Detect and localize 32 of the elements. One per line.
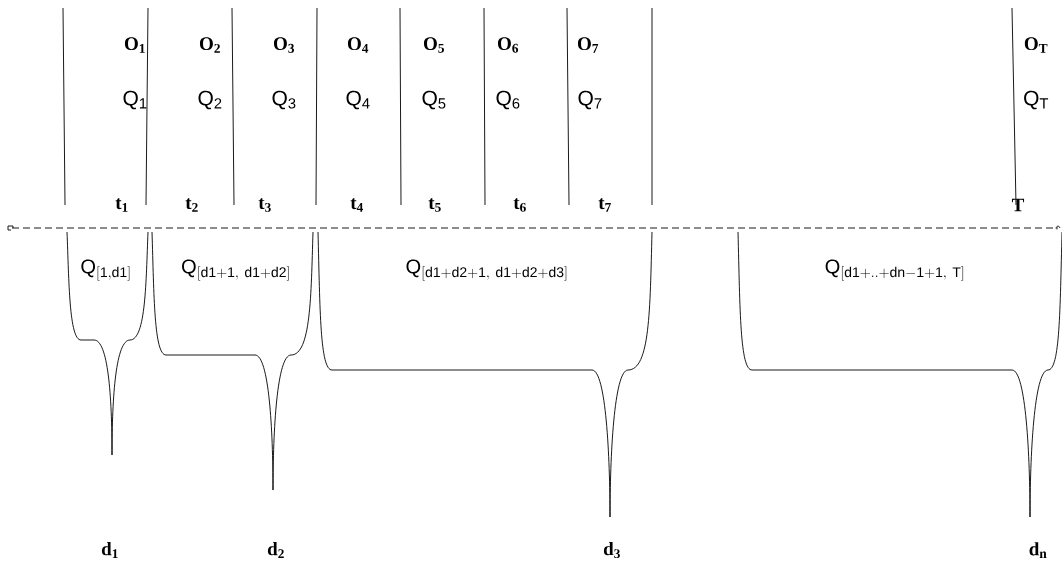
observation-label: O$_{6}$	[497, 37, 519, 53]
state-label: Q$_{7}$	[578, 90, 602, 110]
state-label: Q$_{2}$	[198, 90, 222, 110]
state-label: Q$_{T}$	[1024, 90, 1049, 110]
duration-label: d$_{n}$	[1029, 542, 1047, 558]
observation-label: O$_{T}$	[1024, 37, 1048, 53]
state-label: Q$_{3}$	[272, 90, 296, 110]
interval-label: $\mathsf{Q}_{\mathsf{[d1+..+dn-1+1,\ T]}}$	[825, 259, 964, 281]
time-label: t$_{7}$	[598, 198, 611, 212]
observation-label: O$_{4}$	[347, 37, 369, 53]
time-label: t$_{3}$	[258, 198, 271, 212]
time-label: T	[1011, 198, 1025, 212]
observation-label: O$_{5}$	[423, 37, 444, 53]
state-label: Q$_{6}$	[496, 90, 520, 110]
duration-label: d$_{3}$	[603, 541, 620, 559]
interval-label: $\mathsf{Q}_{\mathsf{[d1+1,\ d1+d2]}}$	[182, 259, 289, 281]
state-label: Q$_{1}$	[123, 90, 147, 110]
observation-label: O$_{7}$	[577, 37, 599, 53]
observation-label: O$_{1}$	[124, 37, 145, 53]
time-label: t$_{1}$	[115, 198, 128, 212]
state-label: Q$_{5}$	[422, 90, 446, 110]
duration-label: d$_{2}$	[267, 542, 284, 559]
state-label: Q$_{4}$	[346, 90, 370, 110]
time-label: t$_{5}$	[428, 198, 441, 212]
observation-label: O$_{3}$	[273, 37, 294, 53]
time-label: t$_{6}$	[513, 198, 526, 212]
duration-label: d$_{1}$	[101, 542, 118, 558]
interval-label: $\mathsf{Q}_{\mathsf{[1,d1]}}$	[81, 259, 130, 281]
interval-label: $\mathsf{Q}_{\mathsf{[d1+d2+1,\ d1+d2+d3]}}$	[406, 259, 567, 281]
time-label: t$_{4}$	[350, 198, 363, 212]
observation-label: O$_{2}$	[199, 37, 220, 53]
time-label: t$_{2}$	[185, 198, 198, 212]
